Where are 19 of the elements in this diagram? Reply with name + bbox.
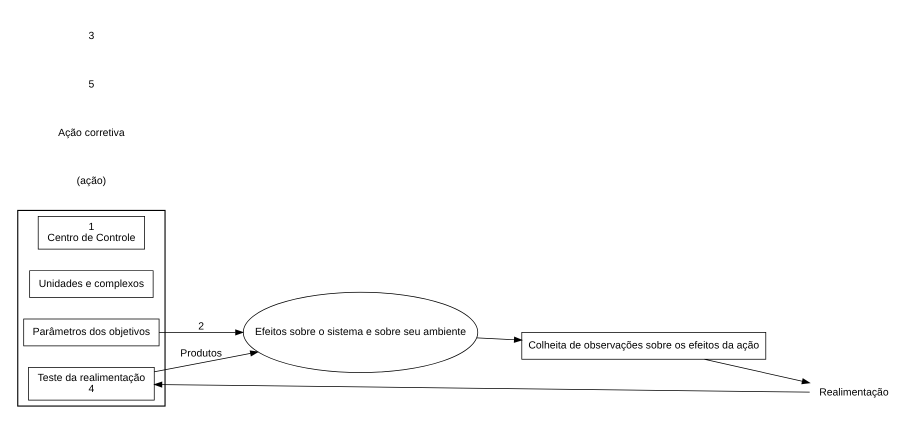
cluster (17, 209, 166, 406)
arrow (153, 380, 810, 392)
label: (ação) (76, 176, 106, 187)
node-ellipse: Efeitos sobre o sistema e sobre seu ambiente (242, 291, 478, 372)
arrow (704, 358, 811, 384)
node-box: 1 Centro de Controle (38, 216, 145, 249)
arrow (476, 336, 523, 342)
node-box: Teste da realimentação 4 (28, 366, 155, 400)
edge-label: Produtos (180, 348, 222, 359)
arrow (154, 350, 260, 372)
label: 5 (88, 78, 94, 90)
node-box: Unidades e complexos (29, 270, 154, 298)
label: Ação corretiva (58, 127, 125, 138)
arrow (158, 328, 244, 336)
node-text: Realimentação (819, 386, 889, 398)
edge-label: 2 (198, 321, 204, 332)
label: 3 (88, 30, 94, 42)
node-box: Parâmetros dos objetivos (23, 318, 160, 346)
node-box: Colheita de observações sobre os efeitos da ação (521, 332, 766, 360)
